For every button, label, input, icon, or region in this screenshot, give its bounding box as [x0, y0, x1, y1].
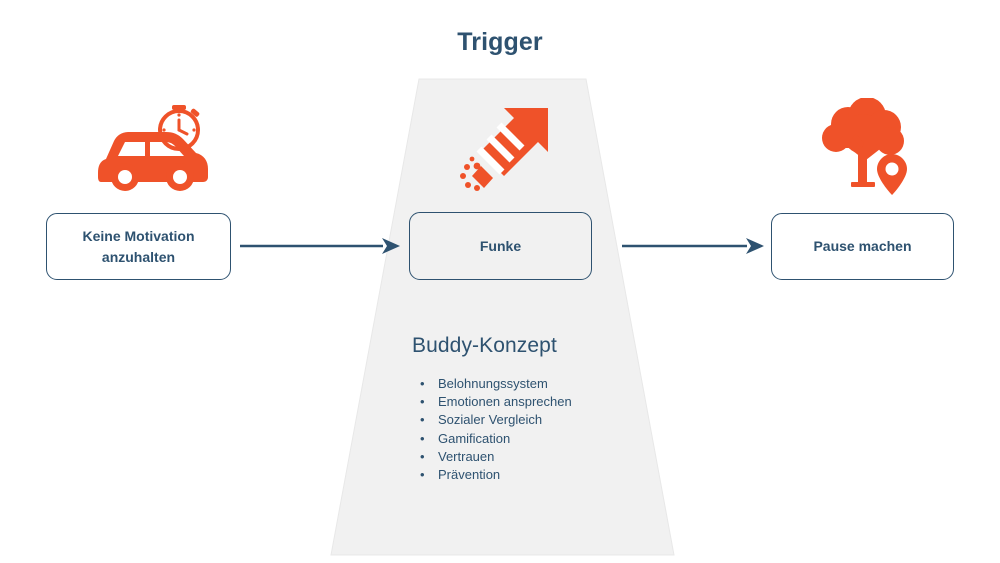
process-box-pause-machen[interactable]: Pause machen [771, 213, 954, 280]
firework-rocket-icon [460, 104, 554, 200]
page-title: Trigger [457, 28, 543, 56]
list-item: • Sozialer Vergleich [418, 411, 662, 429]
list-item-label: Emotionen ansprechen [438, 394, 572, 410]
bullet-glyph: • [420, 467, 425, 483]
list-item-label: Prävention [438, 467, 501, 483]
funnel-polygon [330, 78, 675, 556]
list-item: • Gamification [418, 430, 662, 448]
buddy-konzept-heading: Buddy-Konzept [412, 334, 557, 357]
list-item: • Emotionen ansprechen [418, 393, 662, 411]
list-item-label: Vertrauen [438, 448, 495, 464]
bullet-glyph: • [420, 394, 425, 410]
process-box-center-label: Funke [479, 237, 522, 254]
process-box-no-motivation[interactable]: Keine Motivation anzuhalten [46, 213, 231, 280]
buddy-konzept-list: • Belohnungssystem • Emotionen anspreche… [412, 375, 662, 484]
bullet-glyph: • [420, 412, 425, 428]
process-box-left-line1: Keine Motivation [82, 228, 195, 245]
process-box-right-label: Pause machen [813, 238, 912, 255]
funnel-shape [330, 78, 675, 556]
list-item-label: Belohnungssystem [438, 376, 548, 391]
process-box-funke[interactable]: Funke [409, 212, 592, 280]
arrow-center-to-right [622, 236, 764, 256]
bullet-glyph: • [420, 430, 425, 446]
list-item-label: Gamification [438, 430, 511, 446]
process-box-left-line2: anzuhalten [101, 248, 176, 265]
car-stopwatch-icon [92, 103, 212, 195]
process-box-left-label: Keine Motivation anzuhalten [82, 226, 194, 267]
list-item: • Prävention [418, 466, 662, 484]
tree-location-pin-icon [814, 98, 914, 198]
list-item: • Vertrauen [418, 448, 662, 466]
bullet-glyph: • [420, 448, 425, 464]
buddy-konzept-section: Buddy-Konzept • Belohnungssystem • Emoti… [412, 334, 662, 484]
list-item: • Belohnungssystem [418, 375, 662, 393]
list-item-label: Sozialer Vergleich [438, 412, 543, 428]
bullet-glyph: • [420, 376, 425, 391]
arrow-left-to-center [240, 236, 400, 256]
